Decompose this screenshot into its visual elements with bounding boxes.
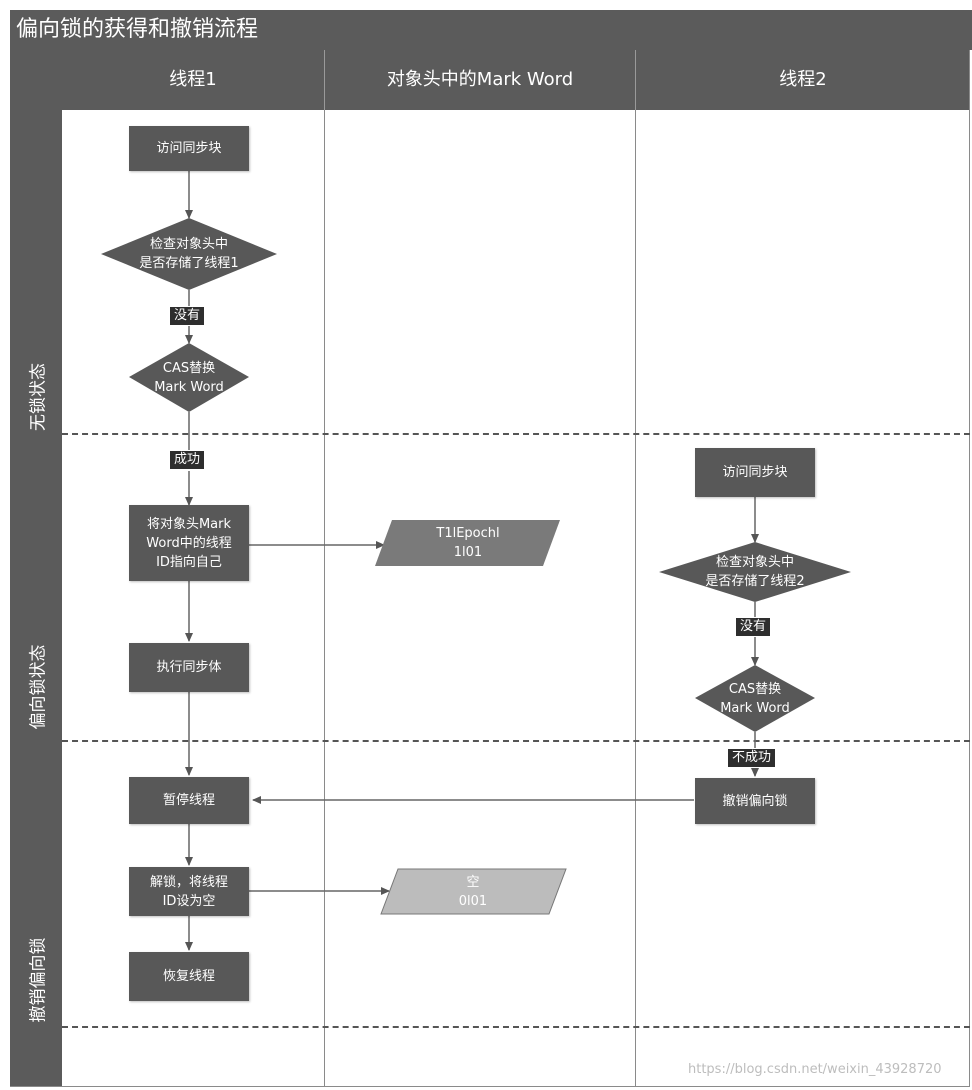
frame-border: [10, 1086, 970, 1087]
header-divider: [324, 50, 325, 110]
mark-word-empty: 空 0l01: [458, 874, 488, 909]
t1-point-thread-id: 将对象头Mark Word中的线程 ID指向自己: [129, 505, 249, 581]
data-parallelogram: [375, 520, 560, 566]
lane-divider: [62, 433, 970, 435]
decision-diamond: [659, 542, 851, 602]
decision-diamond: [101, 218, 277, 290]
lane-label-column: [10, 50, 62, 1086]
watermark: https://blog.csdn.net/weixin_43928720: [688, 1062, 942, 1077]
mark-word-biased: T1lEpochl 1l01: [436, 526, 500, 560]
edge-label-success: 成功: [170, 451, 205, 469]
decision-diamond: [695, 665, 815, 732]
t1-cas-replace: CAS替换 Mark Word: [154, 360, 224, 395]
column-header-mark-word: 对象头中的Mark Word: [325, 50, 635, 110]
t2-cas-replace: CAS替换 Mark Word: [720, 681, 790, 716]
data-parallelogram: [380, 868, 567, 915]
diagram-title: 偏向锁的获得和撤销流程: [10, 10, 972, 50]
column-header-thread2: 线程2: [636, 50, 970, 110]
edge-label-no: 没有: [736, 618, 771, 636]
t1-resume-thread: 恢复线程: [129, 952, 249, 1001]
t1-execute-sync-body: 执行同步体: [129, 643, 249, 692]
column-divider: [324, 110, 325, 1086]
lane-divider: [62, 1026, 970, 1028]
t1-check-header: 检查对象头中 是否存储了线程1: [139, 237, 239, 271]
edge-label-fail: 不成功: [728, 749, 776, 767]
t2-revoke-bias: 撤销偏向锁: [695, 778, 815, 824]
t2-access-sync-block: 访问同步块: [695, 448, 815, 497]
t1-unlock-clear-id: 解锁，将线程 ID设为空: [129, 867, 249, 916]
column-header-thread1: 线程1: [62, 50, 324, 110]
edge-label-no: 没有: [170, 307, 205, 325]
column-divider: [635, 110, 636, 1086]
t1-access-sync-block: 访问同步块: [129, 126, 249, 171]
t2-check-header: 检查对象头中 是否存储了线程2: [705, 555, 805, 589]
frame-border: [969, 50, 970, 1086]
header-divider: [635, 50, 636, 110]
t1-pause-thread: 暂停线程: [129, 777, 249, 824]
lane-divider: [62, 740, 970, 742]
decision-diamond: [129, 343, 249, 412]
